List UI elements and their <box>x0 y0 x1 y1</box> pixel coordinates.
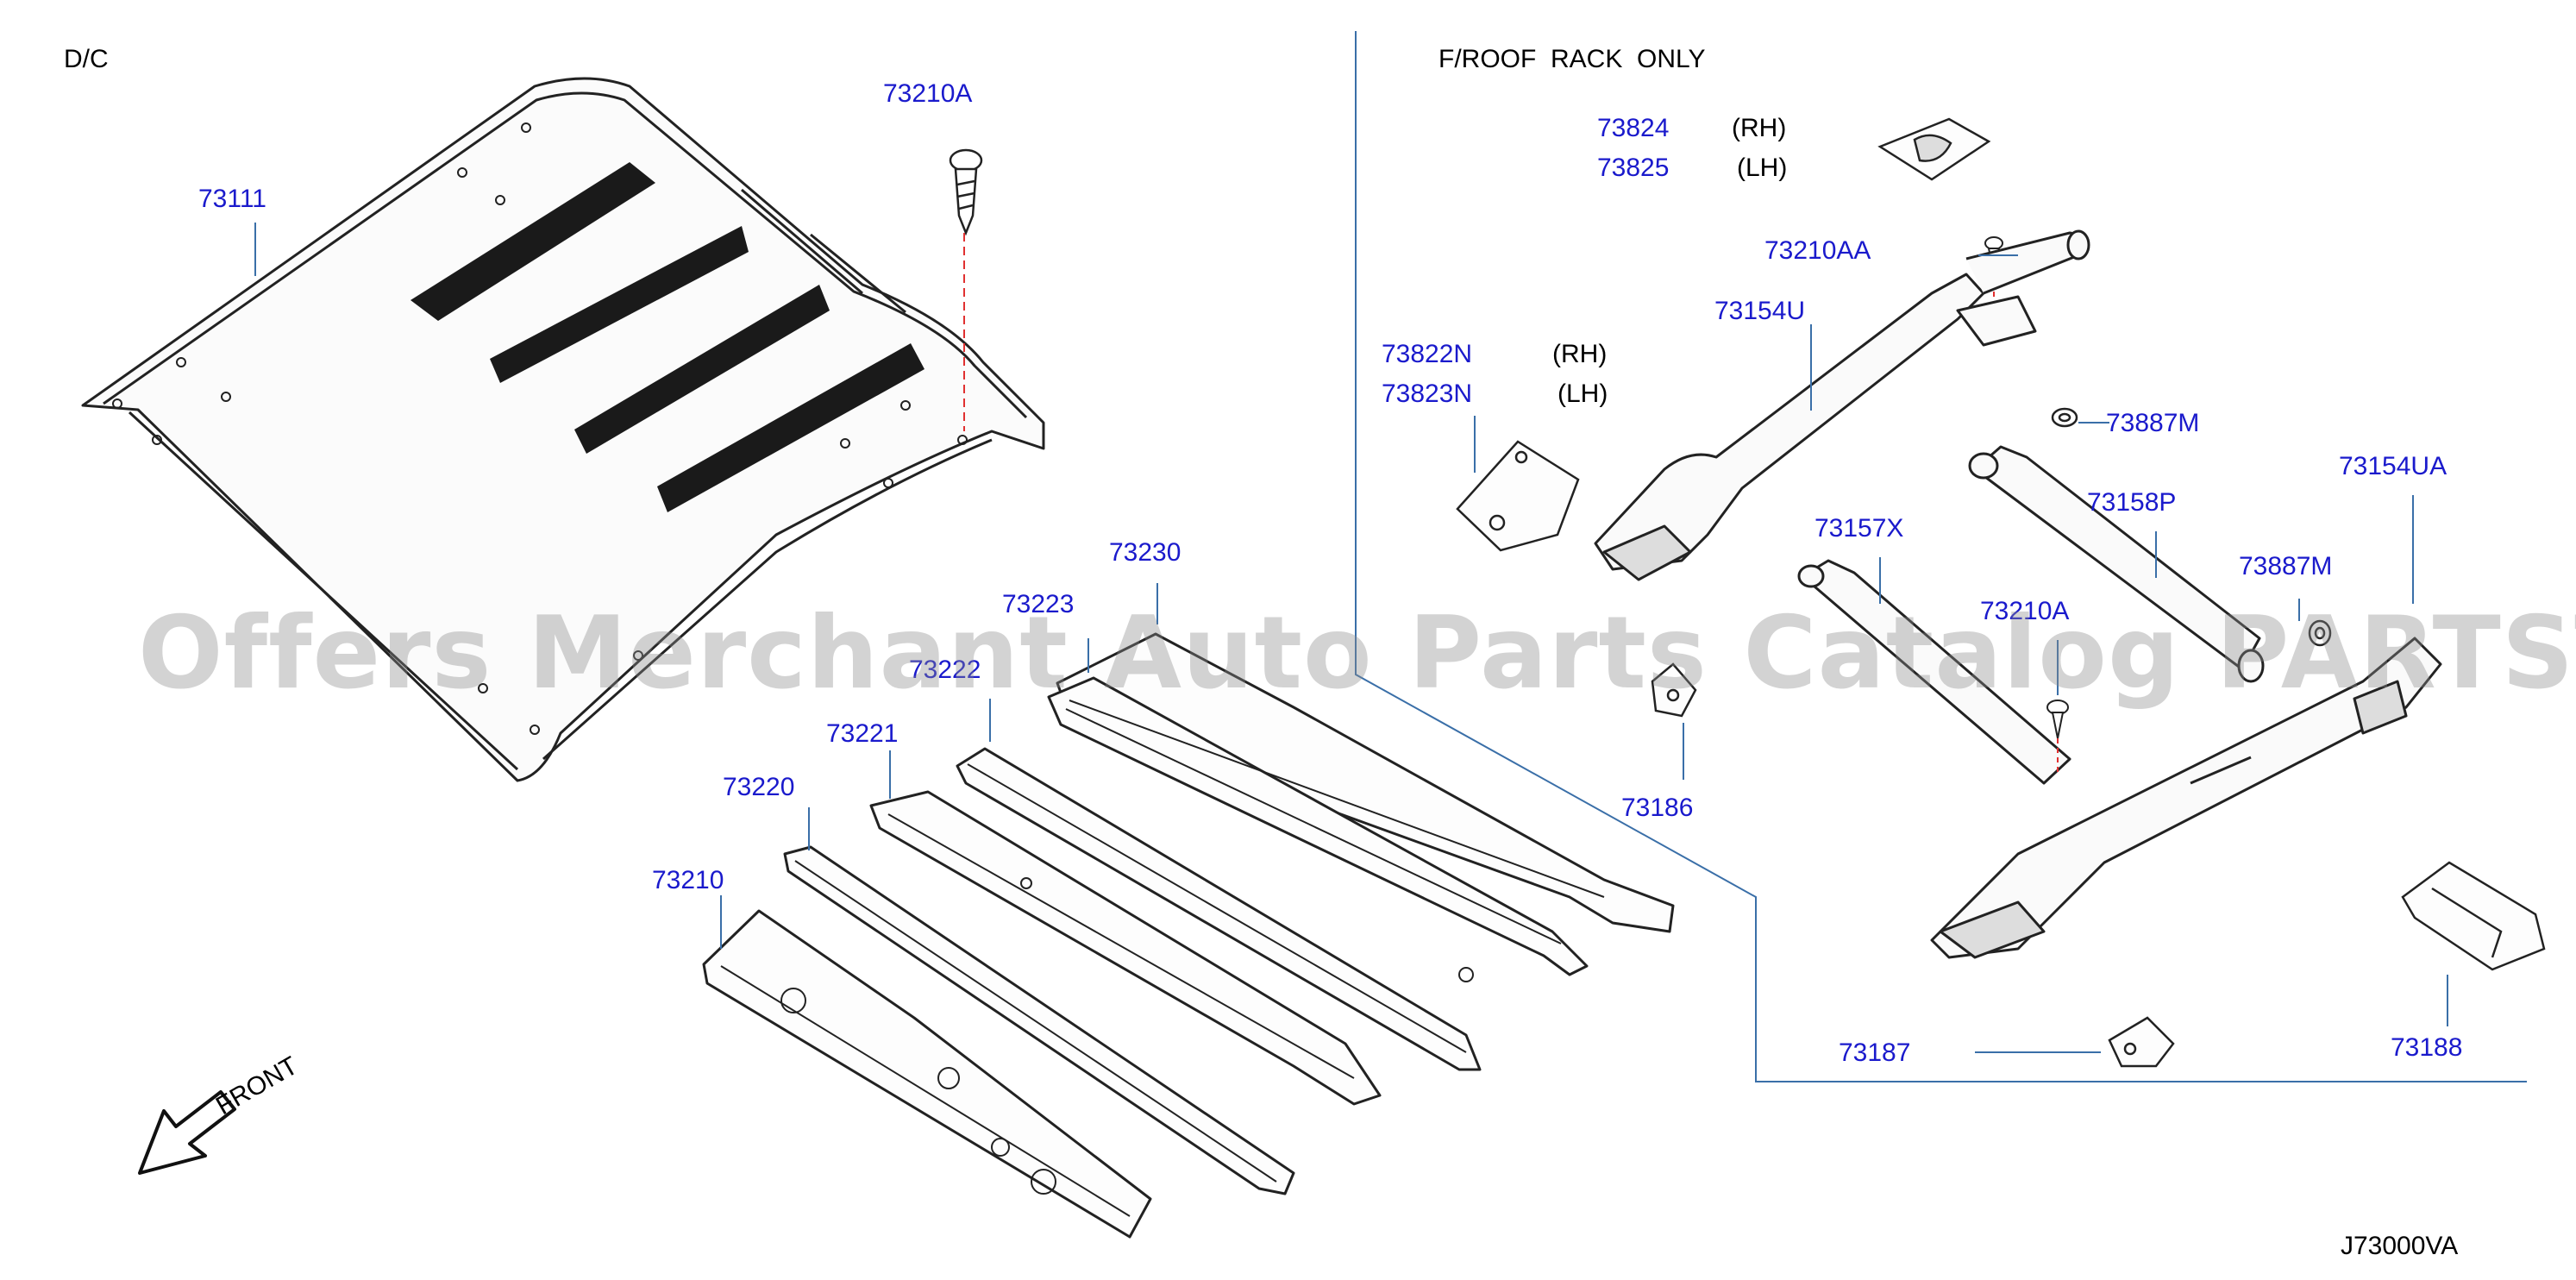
roof-bow-73223 <box>1047 676 1589 976</box>
part-number-73222[interactable]: 73222 <box>909 656 981 684</box>
washer-73887m-b <box>2308 619 2332 647</box>
leader-lines <box>254 223 2448 1053</box>
part-number-73210aa[interactable]: 73210AA <box>1764 236 1871 265</box>
part-side-73825: (LH) <box>1737 154 1788 182</box>
part-number-73887m-b[interactable]: 73887M <box>2239 552 2333 580</box>
part-number-73220[interactable]: 73220 <box>723 773 795 801</box>
part-number-73887m-a[interactable]: 73887M <box>2106 409 2200 437</box>
part-number-73823n[interactable]: 73823N <box>1382 380 1473 408</box>
part-number-73825[interactable]: 73825 <box>1597 154 1670 182</box>
part-number-73210a-mid[interactable]: 73210A <box>1980 597 2070 625</box>
front-arrow-icon <box>138 1090 236 1175</box>
roof-panel <box>81 77 1045 782</box>
part-number-73186[interactable]: 73186 <box>1621 794 1694 822</box>
part-side-73822n: (RH) <box>1552 340 1608 368</box>
crossbar-73157x <box>1797 559 2071 785</box>
section-label-dc: D/C <box>64 45 109 73</box>
diagram-code: J73000VA <box>2341 1232 2459 1260</box>
part-number-73188[interactable]: 73188 <box>2391 1033 2463 1062</box>
screw-73210a-mid <box>2046 700 2069 739</box>
roof-holes <box>112 122 968 735</box>
part-number-73822n[interactable]: 73822N <box>1382 340 1473 368</box>
part-number-73158p[interactable]: 73158P <box>2087 488 2177 517</box>
part-side-73823n: (LH) <box>1558 380 1608 408</box>
screw-73210a-top <box>949 148 983 236</box>
roof-bow-details <box>720 700 1605 1217</box>
endcap-73188 <box>2401 861 2546 971</box>
washer-73887m-a <box>2051 407 2078 428</box>
part-number-73154u[interactable]: 73154U <box>1714 297 1806 325</box>
bracket-73824 <box>1877 117 1991 181</box>
part-number-73230[interactable]: 73230 <box>1109 538 1181 567</box>
part-number-73157x[interactable]: 73157X <box>1814 514 1904 543</box>
roof-rack-section-divider <box>1355 31 2527 1082</box>
clip-73186 <box>1651 662 1697 718</box>
cover-73822n <box>1456 440 1580 552</box>
part-number-73221[interactable]: 73221 <box>826 719 899 748</box>
part-number-73111[interactable]: 73111 <box>198 185 266 213</box>
part-side-73824: (RH) <box>1732 114 1787 142</box>
section-label-roof-rack: F/ROOF RACK ONLY <box>1438 45 1706 73</box>
part-number-73210a-top[interactable]: 73210A <box>883 79 973 108</box>
clip-73187 <box>2108 1016 2175 1068</box>
part-number-73223[interactable]: 73223 <box>1002 590 1075 618</box>
roof-dark-pads <box>411 162 924 512</box>
roof-rail-73154u <box>1594 229 2090 581</box>
part-number-73187[interactable]: 73187 <box>1839 1038 1911 1067</box>
roof-bow-73210 <box>702 909 1152 1239</box>
crossbar-73158p <box>1968 445 2261 671</box>
part-number-73210[interactable]: 73210 <box>652 866 724 894</box>
roof-rail-73154ua <box>1930 637 2442 959</box>
part-number-73154ua[interactable]: 73154UA <box>2339 452 2448 480</box>
part-number-73824[interactable]: 73824 <box>1597 114 1670 142</box>
roof-bow-73220 <box>783 845 1295 1195</box>
